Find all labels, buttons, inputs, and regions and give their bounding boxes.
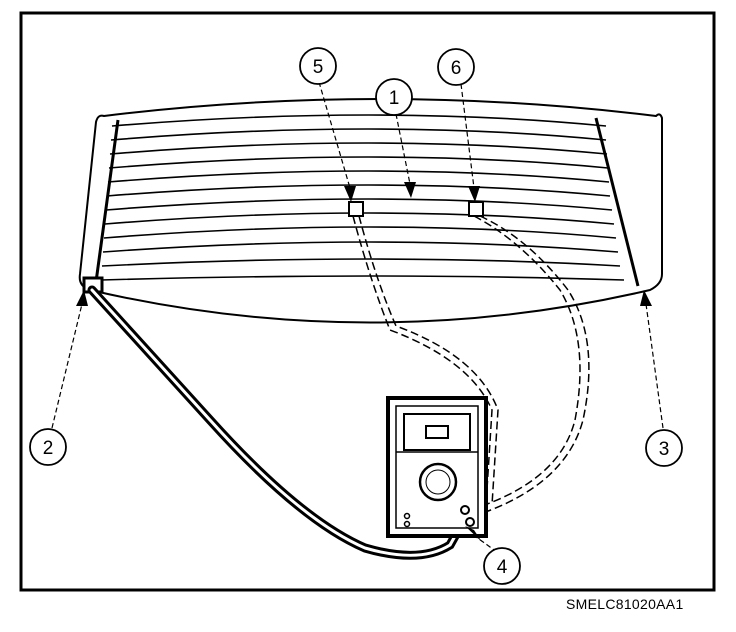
callout-2-label: 2 bbox=[43, 438, 54, 459]
probe-5 bbox=[348, 201, 364, 217]
callout-3-label: 3 bbox=[659, 439, 670, 460]
multimeter bbox=[386, 396, 488, 538]
reference-code: SMELC81020AA1 bbox=[566, 596, 684, 612]
arrowheads bbox=[76, 182, 652, 542]
left-bus-bar bbox=[94, 119, 120, 283]
multimeter-dial bbox=[418, 462, 458, 502]
probe-6 bbox=[468, 201, 484, 217]
callout-2: 2 bbox=[29, 428, 67, 466]
diagram-frame bbox=[19, 11, 716, 592]
defogger-grid-lines bbox=[100, 114, 625, 281]
callout-1-label: 1 bbox=[389, 88, 400, 109]
right-bus-bar bbox=[594, 117, 640, 287]
callout-5: 5 bbox=[299, 47, 337, 85]
callout-6: 6 bbox=[437, 48, 475, 86]
multimeter-display bbox=[403, 413, 471, 451]
rear-window-glass bbox=[78, 98, 663, 324]
dashed-test-leads bbox=[352, 215, 590, 515]
callout-4-label: 4 bbox=[497, 557, 508, 578]
callout-1: 1 bbox=[375, 78, 413, 116]
meter-jack bbox=[460, 505, 470, 515]
leader-lines bbox=[51, 81, 664, 553]
callout-6-label: 6 bbox=[451, 58, 462, 79]
callout-5-label: 5 bbox=[313, 57, 324, 78]
callout-3: 3 bbox=[645, 429, 683, 467]
callout-4: 4 bbox=[483, 547, 521, 585]
ground-cable-inner bbox=[90, 288, 466, 557]
